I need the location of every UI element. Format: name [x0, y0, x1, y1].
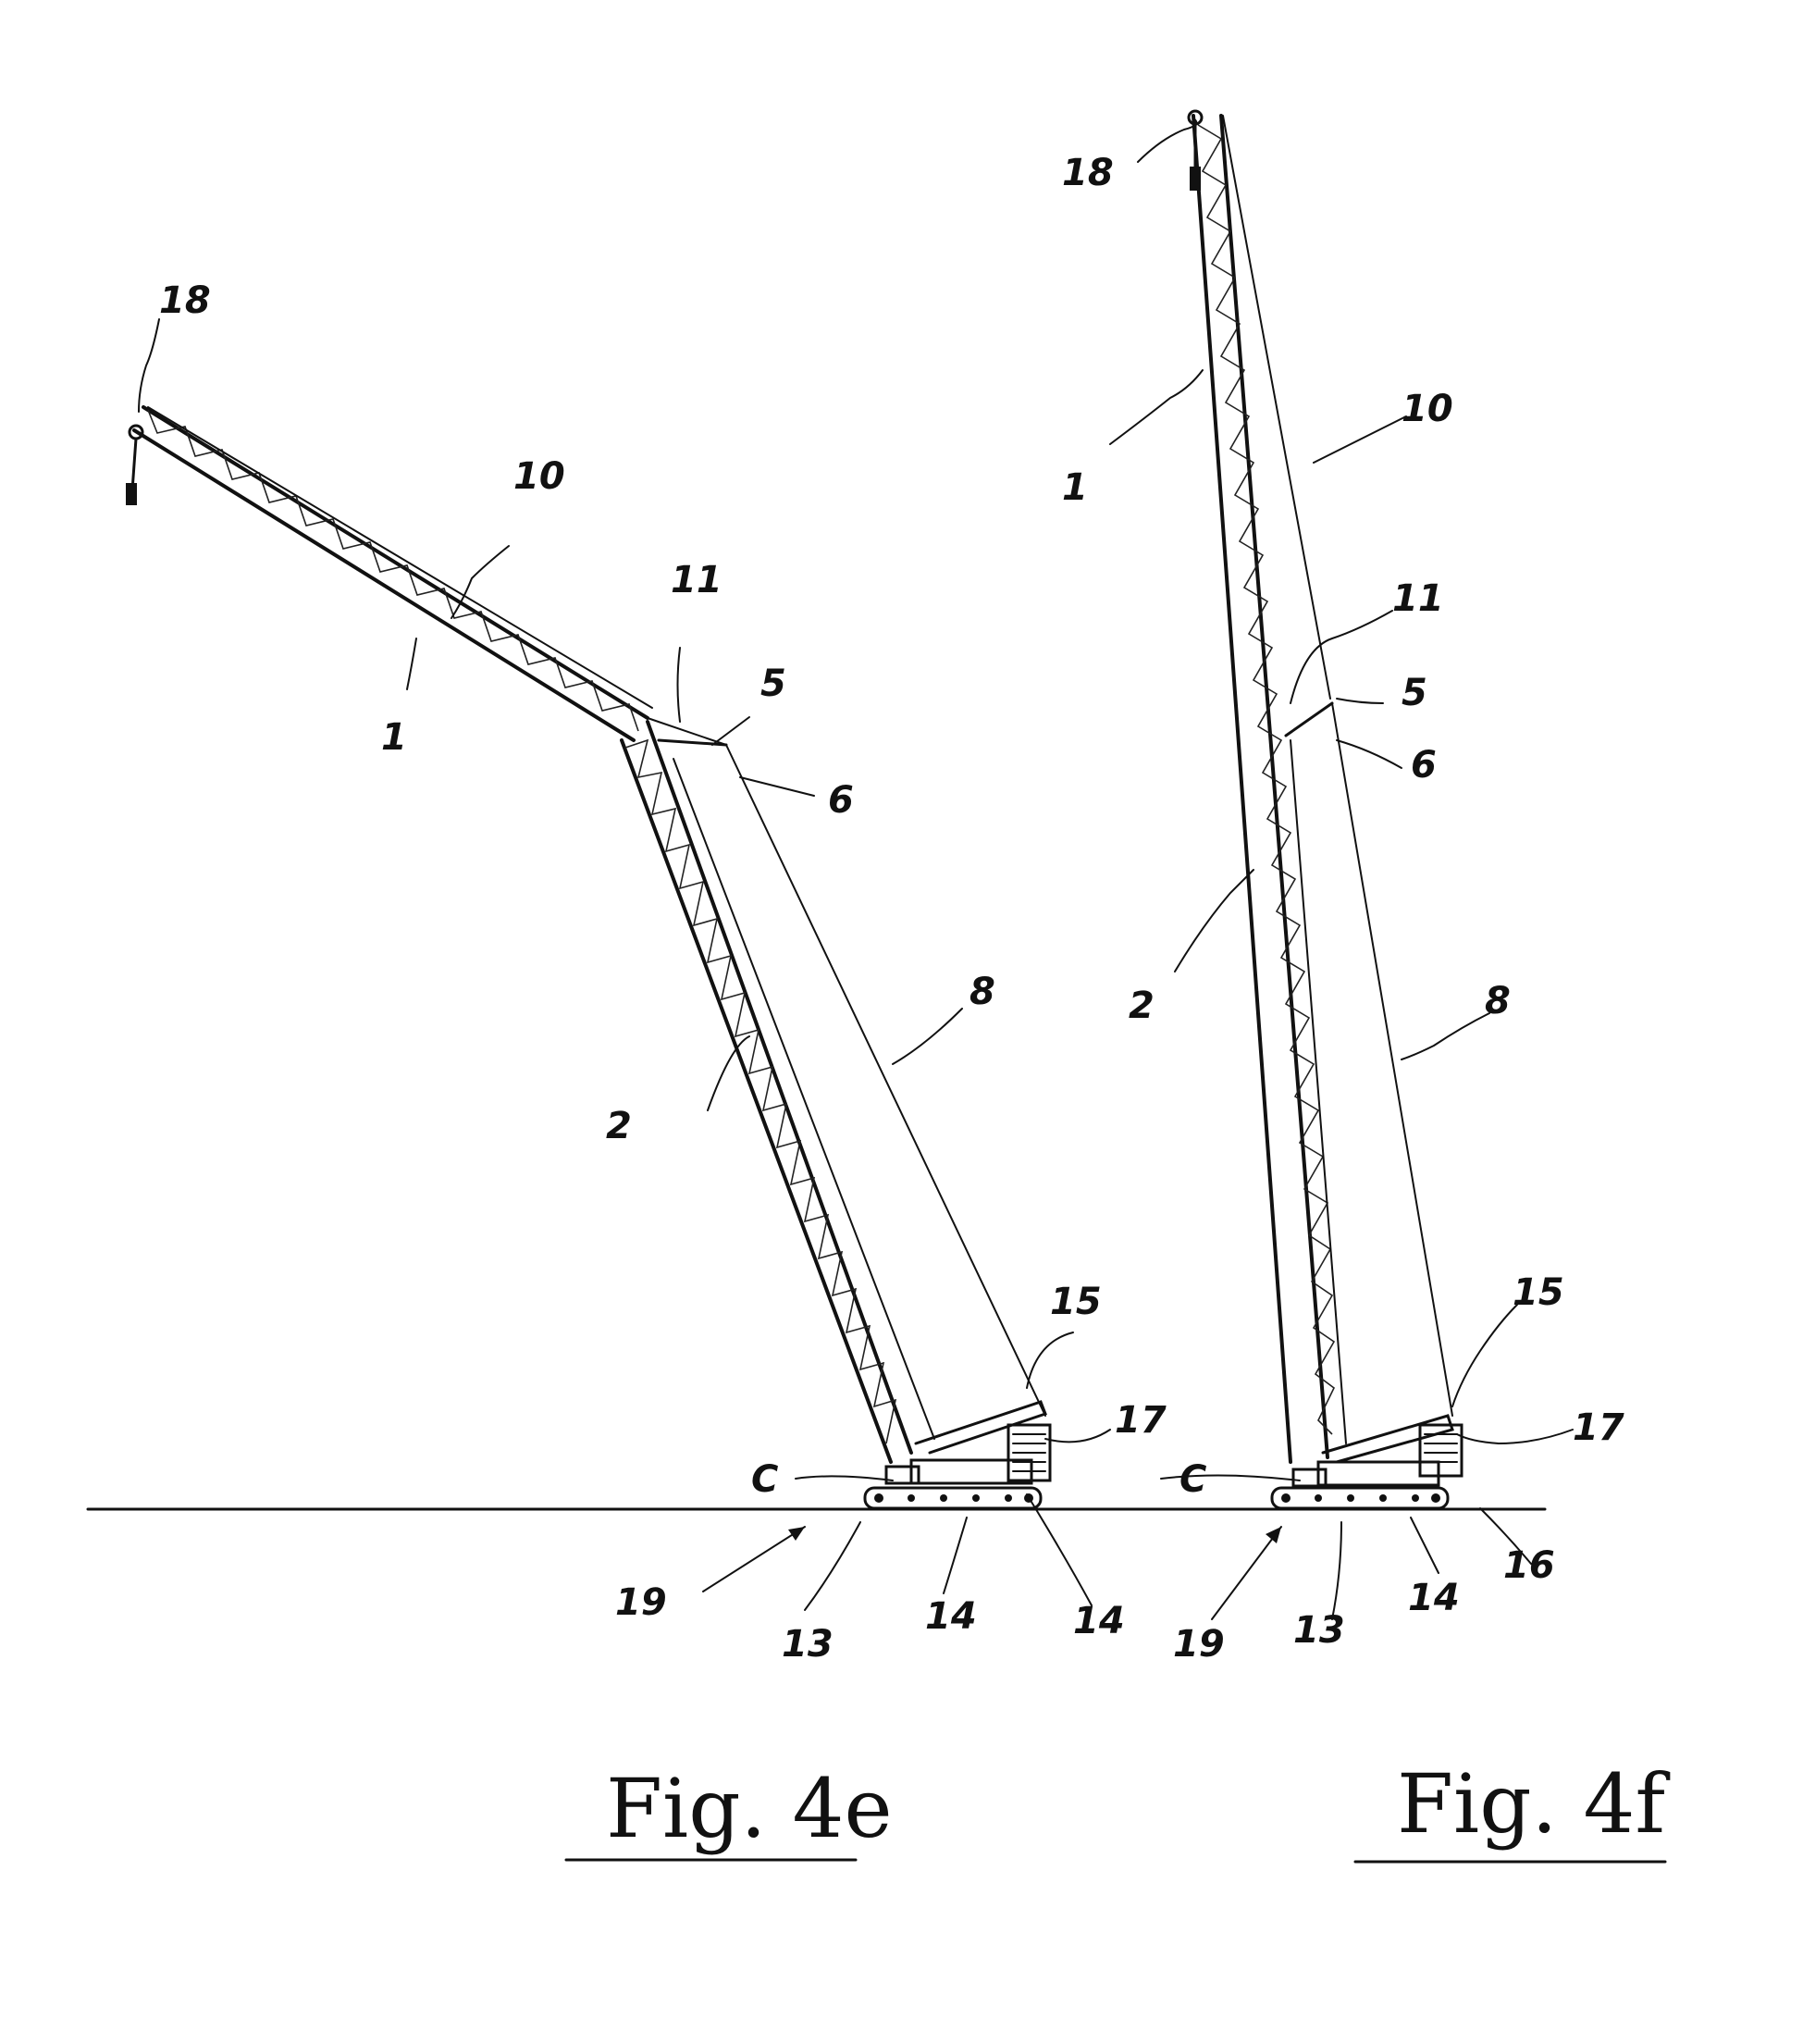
ref-15-4e: 15	[1050, 1281, 1102, 1323]
ref-8-4f: 8	[1485, 980, 1511, 1022]
crawler-4f	[1272, 1488, 1448, 1508]
ref-2-4f: 2	[1129, 985, 1155, 1027]
hook-block-4f	[1190, 167, 1201, 191]
guy-line-8-4f	[1332, 703, 1452, 1416]
ref-5-4f: 5	[1402, 672, 1427, 714]
ref-16-4f: 16	[1503, 1544, 1555, 1587]
superstructure-4f	[1293, 1416, 1462, 1486]
ref-18-4e: 18	[159, 279, 211, 322]
ref-1-4f: 1	[1062, 466, 1088, 509]
ref-17-4f: 17	[1573, 1406, 1624, 1449]
crawler-4e	[865, 1488, 1041, 1508]
figure-label-4e: Fig. 4e	[606, 1761, 893, 1856]
boom-lattice-4f	[1193, 116, 1334, 1462]
ref-13-4f: 13	[1293, 1609, 1345, 1652]
figure-label-4f: Fig. 4f	[1397, 1756, 1670, 1852]
figure-4f: 18 1 10 11 5 6 2 8 15 17 C 19 13 14 16 F…	[1062, 111, 1670, 1862]
ref-10-4e: 10	[513, 455, 565, 498]
ref-17-4e: 17	[1115, 1399, 1167, 1442]
ref-C-4e: C	[751, 1458, 778, 1501]
ref-13-4e: 13	[782, 1623, 834, 1666]
ref-14-4f: 14	[1408, 1577, 1460, 1619]
guy-line-10-4f	[1223, 116, 1330, 699]
ref-2-4e: 2	[606, 1105, 632, 1147]
figure-4e: 18 10 1 11 5 6 8 2 15 17 C 19 13 14 14 F…	[126, 279, 1167, 1860]
guy-line-8-4e	[726, 745, 1045, 1416]
ref-10-4f: 10	[1402, 388, 1453, 430]
strut-4f	[1286, 703, 1332, 736]
ref-6-4f: 6	[1411, 744, 1437, 787]
superstructure-4e	[886, 1402, 1050, 1483]
ref-14b-4e: 14	[1073, 1600, 1125, 1642]
ref-19-4f: 19	[1173, 1623, 1225, 1666]
ref-11-4f: 11	[1392, 577, 1444, 620]
ref-8-4e: 8	[969, 971, 995, 1013]
main-boom-lattice-4e	[622, 722, 911, 1462]
jib-lattice-4e	[134, 407, 648, 740]
ref-6-4e: 6	[828, 779, 854, 822]
ref-11-4e: 11	[671, 559, 722, 601]
ref-18-4f: 18	[1062, 152, 1114, 194]
guy-line-10-4e	[148, 407, 652, 708]
ref-C-4f: C	[1179, 1458, 1206, 1501]
hook-block-4e	[126, 483, 137, 505]
ref-5-4e: 5	[760, 663, 786, 705]
ref-19-4e: 19	[615, 1581, 667, 1624]
ref-15-4f: 15	[1513, 1271, 1564, 1314]
ref-14a-4e: 14	[925, 1595, 977, 1638]
ref-1-4e: 1	[381, 716, 407, 759]
